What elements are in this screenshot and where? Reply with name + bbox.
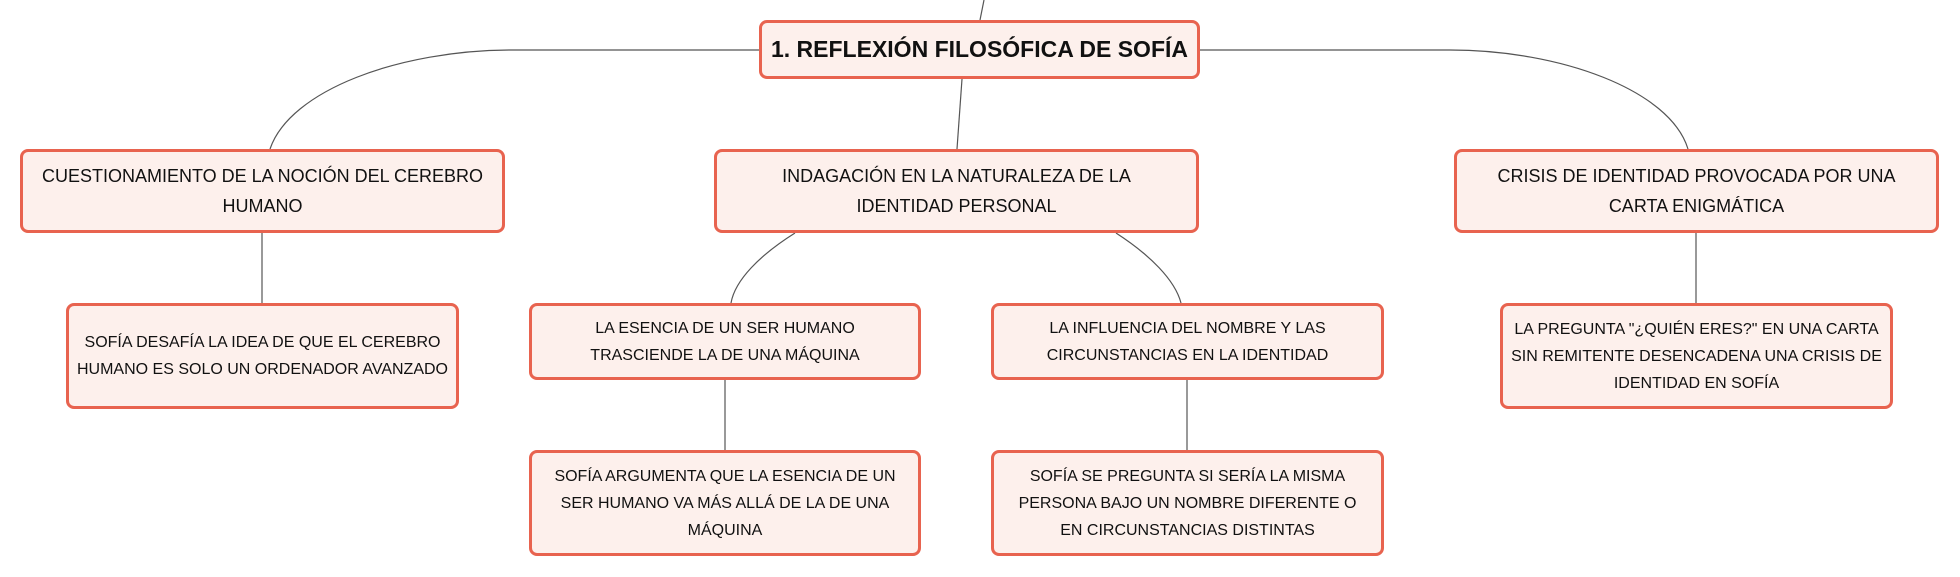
branch-label: CUESTIONAMIENTO DE LA NOCIÓN DEL CEREBRO… [41, 166, 484, 216]
branch-node-crisis[interactable]: CRISIS DE IDENTIDAD PROVOCADA POR UNA CA… [1454, 149, 1939, 233]
connector-root-branch-3 [1200, 49, 1689, 150]
connector-parent [979, 0, 985, 21]
connector-root-branch-1 [269, 49, 759, 150]
topic-label: LA PREGUNTA "¿QUIÉN ERES?" EN UNA CARTA … [1511, 320, 1882, 392]
connector-root-branch-2 [956, 78, 963, 150]
root-label: 1. REFLEXIÓN FILOSÓFICA DE SOFÍA [770, 36, 1188, 62]
topic-label: LA ESENCIA DE UN SER HUMANO TRASCIENDE L… [590, 319, 860, 364]
subtopic-label: SOFÍA ARGUMENTA QUE LA ESENCIA DE UN SER… [554, 467, 896, 539]
topic-node-brain-computer[interactable]: SOFÍA DESAFÍA LA IDEA DE QUE EL CEREBRO … [66, 303, 459, 409]
subtopic-node-essence-argument[interactable]: SOFÍA ARGUMENTA QUE LA ESENCIA DE UN SER… [529, 450, 921, 556]
topic-node-human-essence[interactable]: LA ESENCIA DE UN SER HUMANO TRASCIENDE L… [529, 303, 921, 380]
topic-node-name-influence[interactable]: LA INFLUENCIA DEL NOMBRE Y LAS CIRCUNSTA… [991, 303, 1384, 380]
root-node[interactable]: 1. REFLEXIÓN FILOSÓFICA DE SOFÍA [759, 20, 1200, 79]
topic-label: LA INFLUENCIA DEL NOMBRE Y LAS CIRCUNSTA… [1046, 319, 1329, 364]
connector-branch-2-child-1 [730, 232, 796, 304]
subtopic-node-same-person[interactable]: SOFÍA SE PREGUNTA SI SERÍA LA MISMA PERS… [991, 450, 1384, 556]
branch-node-brain[interactable]: CUESTIONAMIENTO DE LA NOCIÓN DEL CEREBRO… [20, 149, 505, 233]
topic-node-letter-question[interactable]: LA PREGUNTA "¿QUIÉN ERES?" EN UNA CARTA … [1500, 303, 1893, 409]
branch-label: CRISIS DE IDENTIDAD PROVOCADA POR UNA CA… [1497, 166, 1896, 216]
subtopic-label: SOFÍA SE PREGUNTA SI SERÍA LA MISMA PERS… [1018, 467, 1357, 539]
branch-label: INDAGACIÓN EN LA NATURALEZA DE LA IDENTI… [782, 166, 1131, 216]
branch-node-identity[interactable]: INDAGACIÓN EN LA NATURALEZA DE LA IDENTI… [714, 149, 1199, 233]
connector-branch-2-child-2 [1115, 232, 1182, 304]
topic-label: SOFÍA DESAFÍA LA IDEA DE QUE EL CEREBRO … [76, 334, 448, 378]
